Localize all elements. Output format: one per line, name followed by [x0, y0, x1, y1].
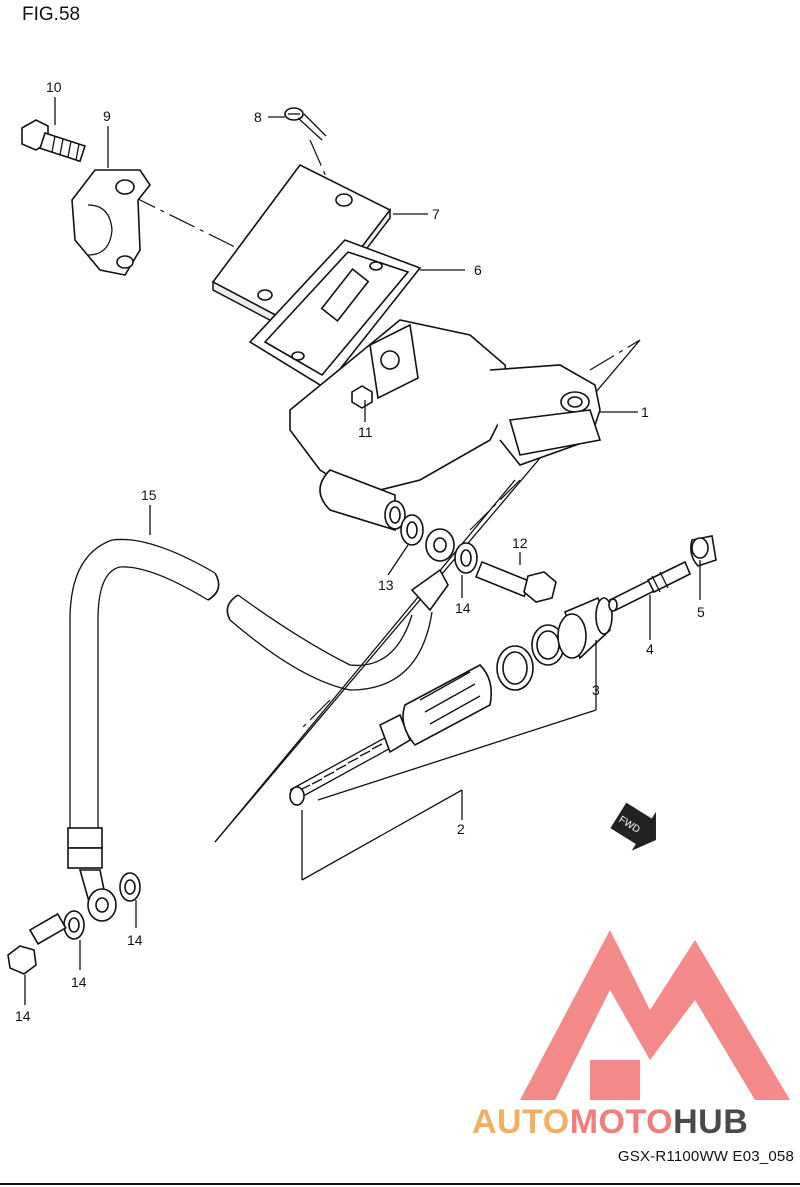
diaphragm-6 [248, 239, 422, 390]
screw-8 [284, 107, 327, 141]
label-12: 12 [512, 535, 528, 551]
hose-15 [67, 528, 455, 922]
part-labels: 10 9 8 7 6 1 11 12 5 4 3 2 15 13 14 14 1… [15, 79, 705, 1024]
label-14-c: 14 [127, 932, 143, 948]
figure-footer: GSX-R1100WW E03_058 [617, 1148, 794, 1165]
banjo-bolt-12 [474, 560, 557, 603]
label-11: 11 [358, 424, 373, 440]
label-8: 8 [254, 109, 262, 125]
label-14-a: 13 [378, 577, 394, 593]
label-14-d: 14 [71, 974, 87, 990]
label-15: 15 [141, 487, 157, 503]
clamp-9 [71, 169, 151, 276]
brand-hub: HUB [673, 1103, 749, 1141]
master-cylinder-1 [289, 319, 602, 532]
label-13: 14 [15, 1008, 31, 1024]
bottom-rule [0, 1183, 800, 1185]
dust-boot-3 [557, 596, 613, 660]
label-9: 9 [103, 108, 111, 124]
label-4: 4 [646, 641, 654, 657]
bolt-10 [21, 119, 86, 163]
brand-moto: MOTO [569, 1103, 674, 1141]
label-10: 10 [46, 79, 62, 95]
brand-auto: AUTO [472, 1103, 570, 1141]
washers-14-upper [400, 514, 478, 574]
label-5: 5 [697, 604, 705, 620]
label-14-b: 14 [455, 600, 471, 616]
fwd-arrow: FWD [610, 802, 656, 851]
figure-title: FIG.58 [22, 4, 81, 25]
label-7: 7 [432, 206, 440, 222]
banjo-bolt-13 [7, 912, 67, 975]
piston-assembly-2 [289, 624, 565, 806]
label-2: 2 [457, 821, 465, 837]
label-3: 3 [592, 682, 600, 698]
plug-11 [351, 385, 373, 409]
nut-5 [690, 535, 717, 567]
watermark-brand: AUTOMOTOHUB [472, 1103, 748, 1142]
label-6: 6 [474, 262, 482, 278]
watermark-logo [520, 930, 790, 1100]
push-rod-4 [608, 560, 692, 612]
leader-lines [24, 97, 701, 1005]
label-1: 1 [641, 404, 649, 420]
